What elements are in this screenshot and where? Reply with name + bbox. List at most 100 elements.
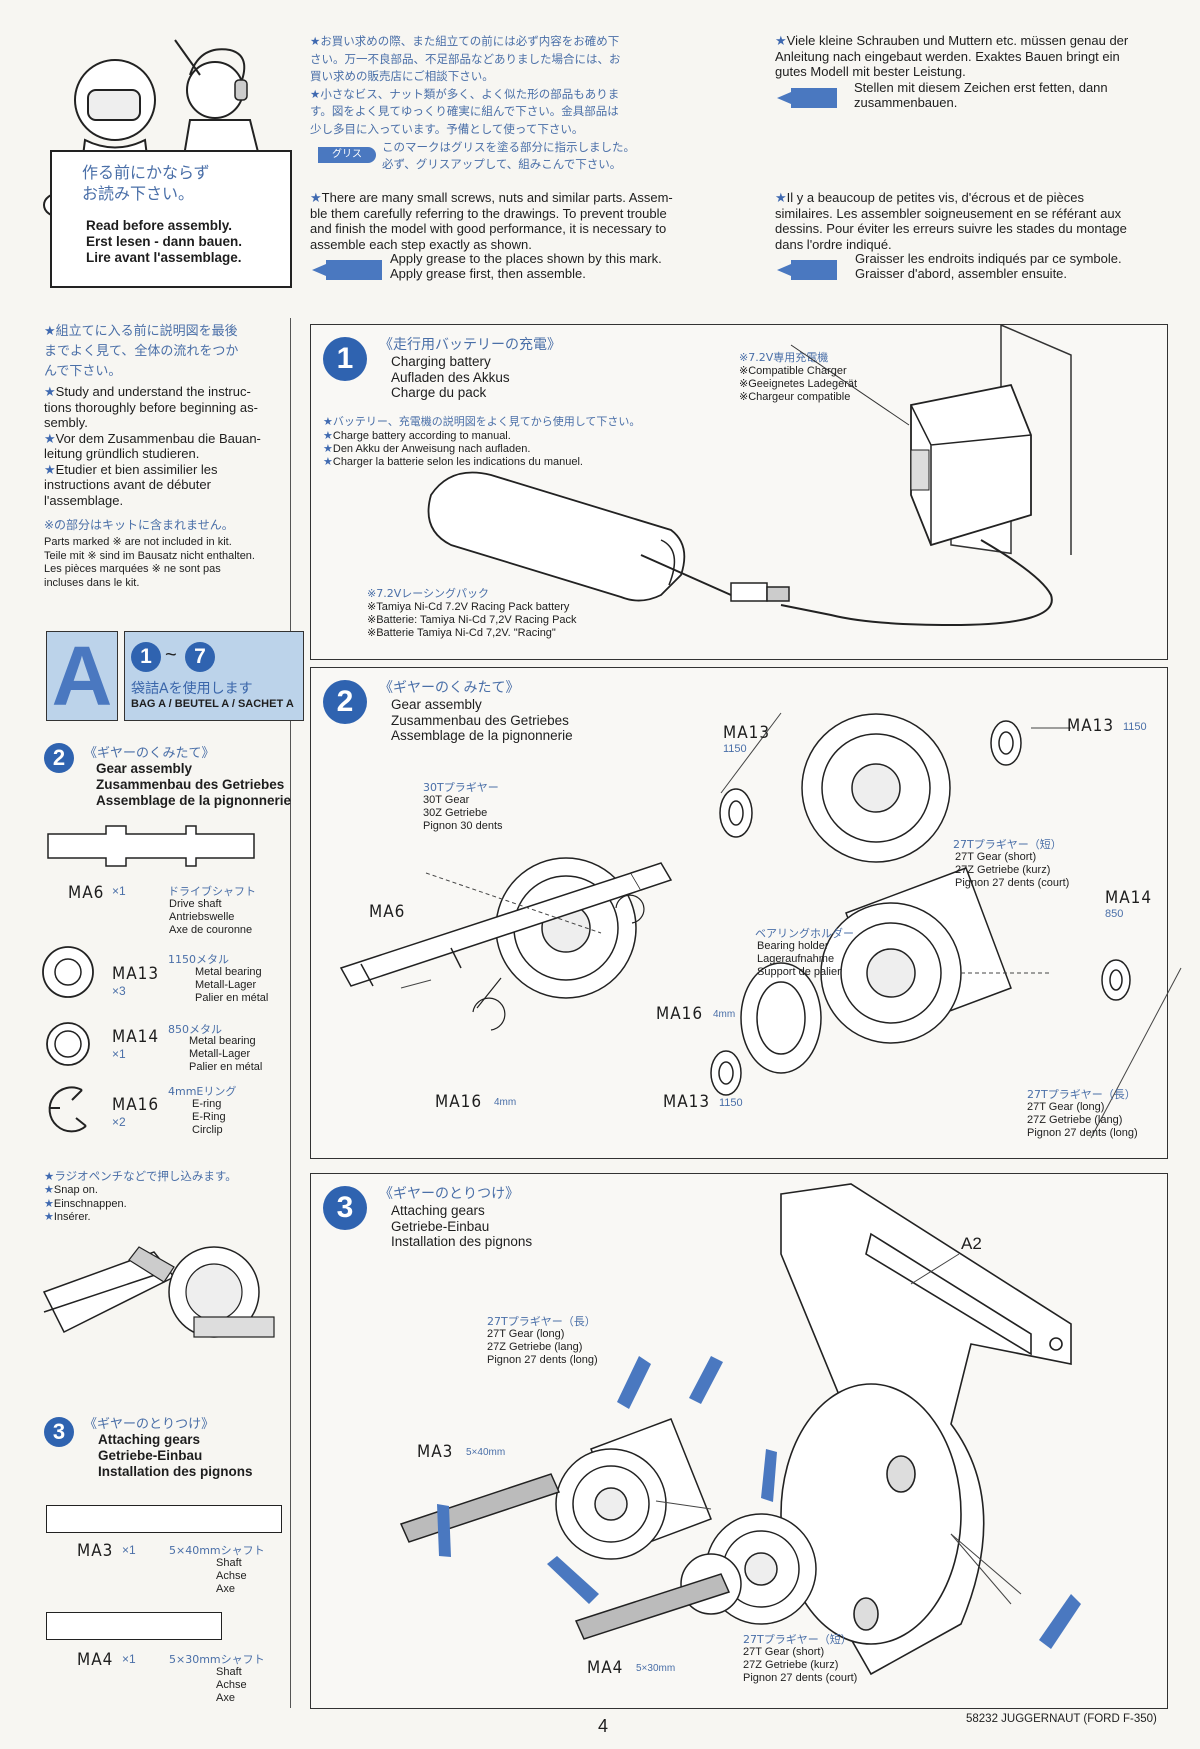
step-title: Assemblage de la pignonnerie (96, 793, 292, 808)
star-icon: ★ (44, 384, 56, 399)
star-icon: ★ (44, 430, 56, 446)
intro-en-grease: Apply grease to the places shown by this… (390, 251, 662, 281)
callout-size: 5×30mm (636, 1663, 676, 1674)
star-icon: ★ (310, 190, 322, 205)
charger-labels: ※Compatible Charger ※Geeignetes Ladegerä… (739, 365, 857, 404)
callout-ma3: MA3 (417, 1442, 454, 1462)
sidebar-step3-titles: Attaching gears Getriebe-Einbau Installa… (98, 1432, 253, 1480)
g27l-jp: 27Tプラギヤー（長） (1027, 1088, 1136, 1101)
part-name: Metal bearing (195, 966, 262, 978)
part-name: E-ring (192, 1098, 222, 1110)
part-name: 27T Gear (long) (1027, 1101, 1105, 1113)
g27s-labels: 27T Gear (short) 27Z Getriebe (kurz) Pig… (955, 851, 1069, 890)
part-names: Drive shaft Antriebswelle Axe de couronn… (169, 898, 252, 937)
part-name: Pignon 27 dents (court) (743, 1672, 858, 1684)
step2-titles: Gear assembly Zusammenbau des Getriebes … (391, 697, 573, 744)
intro-fr-grease-line: Graisser les endroits indiqués par ce sy… (855, 251, 1122, 266)
intro-jp-line: 少し多目に入っています。予備として使って下さい。 (310, 121, 584, 136)
part-jp: 5×40mmシャフト (169, 1544, 265, 1557)
step-title: Installation des pignons (391, 1234, 533, 1249)
part-code: MA6 (68, 883, 105, 903)
study-jp-line: までよく見て、全体の流れをつか (44, 344, 239, 359)
part-qty: ×1 (122, 1543, 136, 1557)
part-name: 30Z Getriebe (423, 807, 488, 819)
g30-labels: 30T Gear 30Z Getriebe Pignon 30 dents (423, 794, 503, 833)
battery-labels: ※Tamiya Ni-Cd 7.2V Racing Pack battery ※… (367, 601, 577, 640)
sign-jp-line: お読み下さい。 (82, 184, 195, 203)
grease-jp-text: このマークはグリスを塗る部分に指示しました。 必ず、グリスアップして、組みこんで… (382, 139, 635, 173)
intro-cartoon: 作る前にかならず お読み下さい。 Read before assembly. E… (30, 20, 300, 290)
star-icon: ★ (323, 456, 333, 468)
part-names: Shaft Achse Axe (216, 1666, 247, 1705)
part-jp: 1150メタル (168, 953, 229, 966)
step-title: Zusammenbau des Getriebes (391, 712, 569, 728)
metal-bearing-1150-drawing (42, 946, 94, 998)
callout-size: 4mm (713, 1009, 736, 1020)
bag-range-to: 7 (185, 642, 215, 672)
part-jp: 850メタル (168, 1023, 222, 1036)
part-code: MA13 (112, 964, 160, 984)
step-title: Assemblage de la pignonnerie (391, 728, 573, 743)
part-name: 27T Gear (short) (955, 851, 1037, 863)
study-fr-line: instructions avant de débuter (44, 477, 211, 492)
step-title: Attaching gears (98, 1432, 201, 1447)
step-title: Installation des pignons (98, 1464, 253, 1479)
star-icon: ★ (44, 1169, 55, 1183)
step-title: Aufladen des Akkus (391, 369, 510, 385)
callout-size: 1150 (1123, 721, 1147, 733)
part-names: Metal bearing Metall-Lager Palier en mét… (189, 1035, 262, 1074)
step-title: Getriebe-Einbau (98, 1448, 203, 1463)
intro-fr-line: dessins. Pour éviter les erreurs suivre … (775, 221, 1127, 236)
part-qty: ×3 (112, 984, 126, 998)
part-jp: ドライブシャフト (168, 885, 256, 898)
charger-line: ※Chargeur compatible (739, 391, 851, 403)
g27s-jp: 27Tプラギヤー（短） (743, 1633, 852, 1646)
part-name: Pignon 27 dents (long) (487, 1354, 598, 1366)
intro-en-line: There are many small screws, nuts and si… (321, 190, 673, 205)
part-name: 27T Gear (long) (487, 1328, 565, 1340)
part-names: E-ring E-Ring Circlip (192, 1098, 226, 1137)
part-name: E-Ring (192, 1111, 226, 1123)
intro-de-line: Viele kleine Schrauben und Muttern etc. … (786, 33, 1129, 48)
holder-jp: ベアリングホルダー (755, 927, 854, 940)
step-title: Getriebe-Einbau (391, 1218, 490, 1234)
intro-jp-line: す。図をよく見てゆっくり確実に組んで下さい。金具部品は (310, 104, 619, 118)
step-title: Attaching gears (391, 1203, 485, 1218)
g27l-labels: 27T Gear (long) 27Z Getriebe (lang) Pign… (487, 1328, 598, 1367)
not-included-line: Parts marked ※ are not included in kit. (44, 536, 232, 548)
step1-note-jp: バッテリー、充電機の説明図をよく見てから使用して下さい。 (332, 415, 641, 428)
grease-badge-jp: グリス (318, 147, 376, 163)
step3-titles: Attaching gears Getriebe-Einbau Installa… (391, 1203, 532, 1250)
snap-line: Insérer. (53, 1211, 91, 1223)
part-qty: ×1 (112, 1047, 126, 1061)
g27l-labels: 27T Gear (long) 27Z Getriebe (lang) Pign… (1027, 1101, 1138, 1140)
star-icon: ★ (44, 1211, 54, 1223)
study-jp-line: 組立てに入る前に説明図を最後 (55, 324, 238, 339)
note-line: Den Akku der Anweisung nach aufladen. (332, 443, 531, 455)
part-name: Achse (216, 1570, 247, 1582)
study-en-line: tions thoroughly before beginning as- (44, 399, 258, 415)
part-code: MA16 (112, 1095, 160, 1115)
part-name: Pignon 27 dents (long) (1027, 1127, 1138, 1139)
star-icon: ★ (44, 324, 56, 339)
grease-jp-line: 必ず、グリスアップして、組みこんで下さい。 (382, 157, 622, 171)
not-included-line: Les pièces marquées ※ ne sont pas (44, 563, 221, 575)
part-name: Palier en métal (189, 1061, 263, 1073)
callout-a2: A2 (961, 1234, 982, 1253)
part-code: MA4 (77, 1650, 114, 1670)
gear-installation-illustration (399, 1183, 1081, 1676)
battery-line: ※Tamiya Ni-Cd 7.2V Racing Pack battery (367, 601, 570, 613)
step-title: Gear assembly (96, 761, 193, 776)
study-note: ★組立てに入る前に説明図を最後 までよく見て、全体の流れをつか んで下さい。 ★… (44, 322, 284, 590)
intro-en-line: and finish the model with good performan… (310, 221, 667, 236)
part-name: 27Z Getriebe (lang) (487, 1341, 583, 1353)
charging-illustration (427, 324, 1072, 627)
g27s-labels: 27T Gear (short) 27Z Getriebe (kurz) Pig… (743, 1646, 857, 1685)
star-icon: ★ (323, 415, 333, 428)
grease-tube-icon (777, 260, 837, 280)
star-icon: ★ (323, 443, 333, 455)
study-en-line: sembly. (44, 415, 88, 430)
part-name: Palier en métal (195, 992, 269, 1004)
part-name: Drive shaft (169, 898, 222, 910)
sign-line-fr: Lire avant l'assemblage. (86, 250, 242, 265)
